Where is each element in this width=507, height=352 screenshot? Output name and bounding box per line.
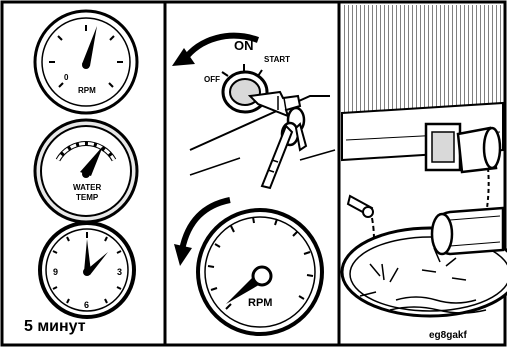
clock-number-6: 6	[84, 300, 89, 310]
clock: 9 3 6	[40, 223, 134, 317]
radiator-core	[342, 5, 503, 113]
ignition-off-label: OFF	[204, 75, 220, 84]
tacho-label: RPM	[248, 297, 272, 309]
arrow-rpm-head	[174, 244, 192, 266]
temp-label-line2: TEMP	[76, 193, 99, 202]
panel-middle: ON START OFF	[172, 36, 335, 334]
temp-label-line1: WATER	[73, 183, 102, 192]
clock-number-9: 9	[53, 267, 58, 277]
rpm-gauge: 0 RPM	[35, 11, 137, 113]
water-temp-gauge: WATER TEMP	[35, 120, 137, 222]
duration-caption: 5 минут	[24, 318, 86, 336]
rpm-zero-label: 0	[64, 73, 69, 82]
ignition-start-label: START	[264, 55, 290, 64]
image-code: eg8gakf	[429, 330, 467, 341]
rpm-gauge-label: RPM	[78, 86, 96, 95]
tachometer: RPM	[198, 210, 322, 334]
clock-number-3: 3	[117, 267, 122, 277]
panel-right: eg8gakf	[342, 5, 507, 341]
ignition-on-label: ON	[234, 38, 254, 53]
panel-left: 0 RPM WATER TEMP	[35, 11, 137, 317]
